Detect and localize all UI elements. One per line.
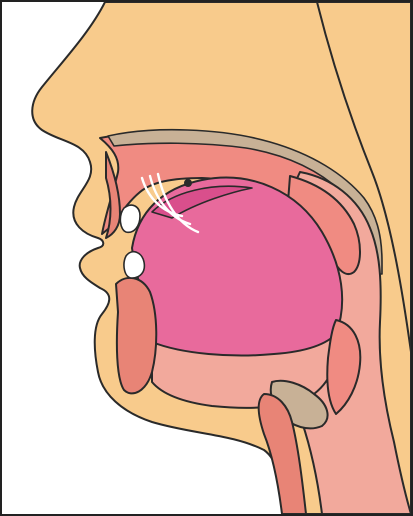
tongue-surface — [151, 185, 253, 219]
upper-tooth — [119, 204, 141, 234]
upper-lip — [105, 151, 121, 239]
larynx — [257, 393, 307, 514]
sound-wave-arcs-icon — [140, 172, 200, 234]
tongue-root — [326, 319, 362, 415]
airflow-dot — [184, 179, 192, 187]
lower-lip — [115, 276, 158, 395]
neck-outline — [316, 2, 411, 353]
wave-arc — [148, 174, 192, 226]
lower-tooth — [123, 250, 146, 279]
wave-arc — [156, 172, 200, 234]
